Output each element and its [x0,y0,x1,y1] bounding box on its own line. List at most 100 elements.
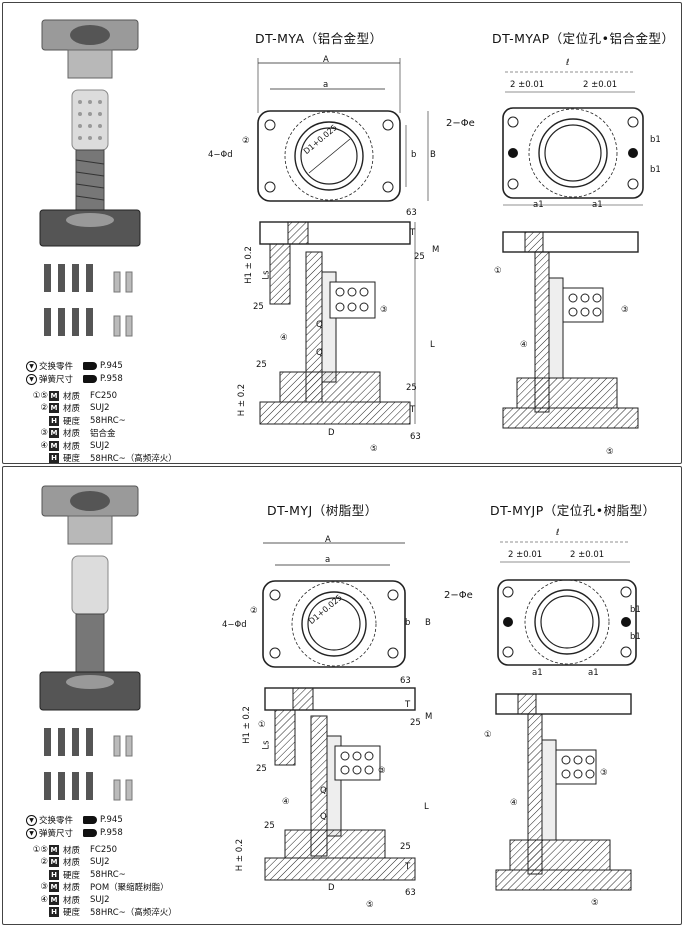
legend-part-number: ② [40,857,48,868]
legend-label: 材质 [63,858,81,869]
dim-B: B [430,150,436,160]
callout-2: ② [250,606,258,616]
legend-ref2-page: P.958 [100,374,123,384]
dim-L: L [430,340,435,350]
dim-b1-bottom: b1 [630,632,641,642]
legend-badge: M [49,894,59,905]
legend-part-number: ①⑤ [32,845,48,855]
pointing-hand-icon [83,829,98,837]
plan-view-mya [257,58,429,202]
section-view-myjp [495,693,632,891]
dim-H1: H1 ± 0.2 [241,706,252,744]
dim-l: ℓ [556,528,560,538]
legend-ref2-page: P.958 [100,828,123,838]
product-photo-bottom [39,485,141,711]
plan-view-myjp [497,541,637,666]
plan-view-myap [502,71,644,206]
plan-view-myj [262,537,406,668]
dim-a1-left: a1 [533,200,544,210]
callout-3-right: ③ [600,768,608,778]
title-dt-mya: DT-MYA（铝合金型） [255,31,383,46]
legend-label: 材质 [63,895,81,906]
callout-5-left: ⑤ [370,444,378,454]
callout-3-left: ③ [380,305,388,315]
callout-4-left: ④ [280,333,288,343]
dim-A: A [323,55,329,65]
legend-value: FC250 [90,391,118,401]
callout-1-left: ① [258,720,266,730]
dim-D: D [328,428,335,438]
legend-ref2-top: ▼ 弹簧尺寸 P.958 [26,373,123,385]
dim-tol-right: 2 ±0.01 [570,550,605,560]
legend-badge: M [49,882,59,893]
legend-value: 58HRC~（高频淬火） [90,908,177,918]
dim-tol-left: 2 ±0.01 [508,550,543,560]
legend-ref1-label: 交换零件 [39,816,74,826]
callout-5-right: ⑤ [606,447,614,457]
dim-T-upper: T [405,700,411,710]
section-view-myj [264,687,416,881]
legend-value: 58HRC~（高频淬火） [90,454,177,464]
legend-badge: H [49,869,59,880]
legend-label: 材质 [63,846,81,856]
pointing-hand-icon [83,362,98,370]
legend-ref2-bottom: ▼ 弹簧尺寸 P.958 [26,827,123,839]
dim-Q-upper: Q [320,786,327,796]
product-photo-top [39,19,141,247]
section-view-mya [259,221,416,425]
callout-5-left: ⑤ [366,900,374,910]
dim-a: a [325,555,331,565]
dim-25-lower: 25 [264,821,275,831]
legend-value: FC250 [90,845,118,855]
screws-photo-bottom [44,728,133,801]
bottom-panel [2,466,682,925]
dim-b1-top: b1 [650,135,661,145]
dim-A: A [325,535,331,545]
legend-value: 铝合金 [90,429,116,440]
dim-Q-lower: Q [320,812,327,822]
dim-holes: 4−Φd [208,150,233,160]
dim-b: b [405,618,411,628]
arrow-down-icon: ▼ [26,360,37,372]
legend-ref1-bottom: ▼ 交换零件 P.945 [26,814,123,826]
dim-63-upper: 63 [400,676,411,686]
legend-part-number: ④ [40,440,48,451]
legend-value: SUJ2 [90,403,110,414]
screws-photo-top [44,264,133,337]
legend-ref2-label: 弹簧尺寸 [39,375,74,385]
callout-4-left: ④ [282,797,290,807]
dim-H: H ± 0.2 [237,383,248,417]
dim-25-lower: 25 [256,360,267,370]
legend-ref1-page: P.945 [100,361,123,371]
section-view-myap [502,231,639,429]
dim-Ls: Ls [261,270,272,280]
arrow-down-icon: ▼ [26,827,37,839]
legend-badge: M [49,845,59,855]
legend-label: 材质 [63,883,81,894]
legend-ref1-top: ▼ 交换零件 P.945 [26,360,123,372]
legend-part-number: ③ [40,882,48,893]
legend-ref1-page: P.945 [100,815,123,825]
dim-D: D [328,883,335,893]
dim-a1-right: a1 [592,200,603,210]
legend-label: 材质 [63,429,81,440]
dim-a: a [323,80,329,90]
dim-Q-lower: Q [316,348,323,358]
legend-value: 58HRC~ [90,415,126,426]
callout-4-right: ④ [520,340,528,350]
legend-badge: H [49,907,59,917]
dim-M: M [432,245,440,255]
legend-label: 硬度 [63,416,81,427]
legend-value: POM（聚缩醛树脂） [90,883,169,894]
title-dt-myap: DT-MYAP（定位孔•铝合金型） [492,31,675,46]
legend-label: 硬度 [63,454,81,464]
legend-badge: H [49,453,59,463]
